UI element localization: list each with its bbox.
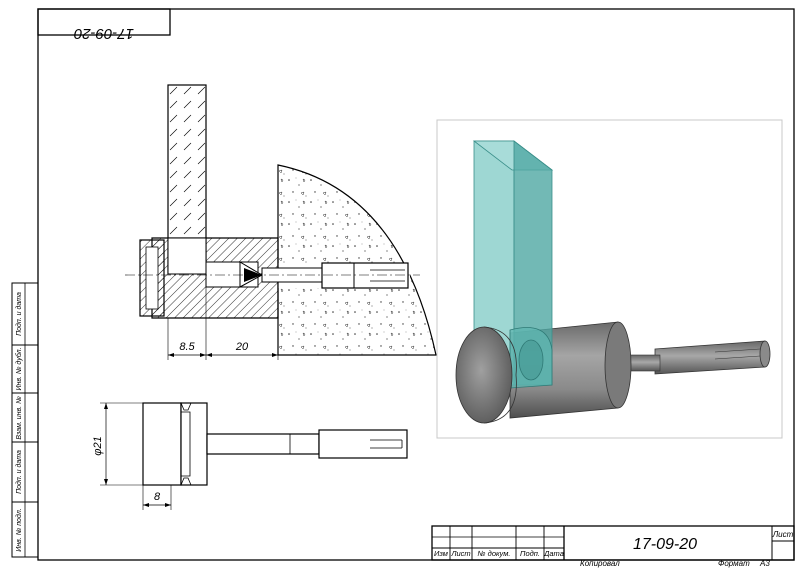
section-view: 8.5 20 [125, 84, 437, 360]
col-izm: Изм [434, 549, 448, 558]
format-value: A3 [759, 559, 770, 568]
stamp-inv-orig: Инв. № подл. [15, 508, 23, 551]
dimension-diameter-21: φ21 [92, 436, 104, 455]
side-view: φ21 8 [92, 402, 408, 510]
iso-cap [455, 326, 513, 424]
anchor-side [318, 429, 408, 459]
cap-side [142, 402, 182, 486]
iso-view [436, 119, 783, 439]
col-doc: № докум. [477, 549, 510, 558]
dimension-8: 8 [154, 491, 161, 503]
body-side [180, 402, 208, 486]
rod-side [206, 433, 320, 455]
col-sign: Подп. [520, 549, 540, 558]
sheet-label: Лист [772, 530, 794, 539]
drawing-number: 17-09-20 [633, 536, 697, 553]
dimension-20: 20 [235, 341, 249, 353]
format-label: Формат [718, 559, 750, 568]
anchor-section [321, 262, 409, 289]
dimension-8-5: 8.5 [179, 341, 195, 353]
col-list: Лист [450, 549, 470, 558]
stamp-vzam-inv: Взам. инв. № [16, 396, 23, 440]
top-number-box: 17-09-20 [37, 8, 171, 42]
top-drawing-number: 17-09-20 [73, 25, 134, 42]
title-block: Изм Лист № докум. Подп. Дата 17-09-20 Ли… [431, 525, 795, 568]
concrete-wall [277, 164, 437, 356]
side-stamp: Подп. и дата Инв. № дубл. Взам. инв. № П… [11, 282, 39, 558]
col-date: Дата [543, 549, 564, 558]
stamp-sign-date-1: Подп. и дата [15, 450, 23, 494]
copied-label: Копировал [580, 559, 620, 568]
stamp-sign-date-2: Подп. и дата [15, 292, 23, 336]
stamp-inv-dubl: Инв. № дубл. [15, 347, 23, 390]
